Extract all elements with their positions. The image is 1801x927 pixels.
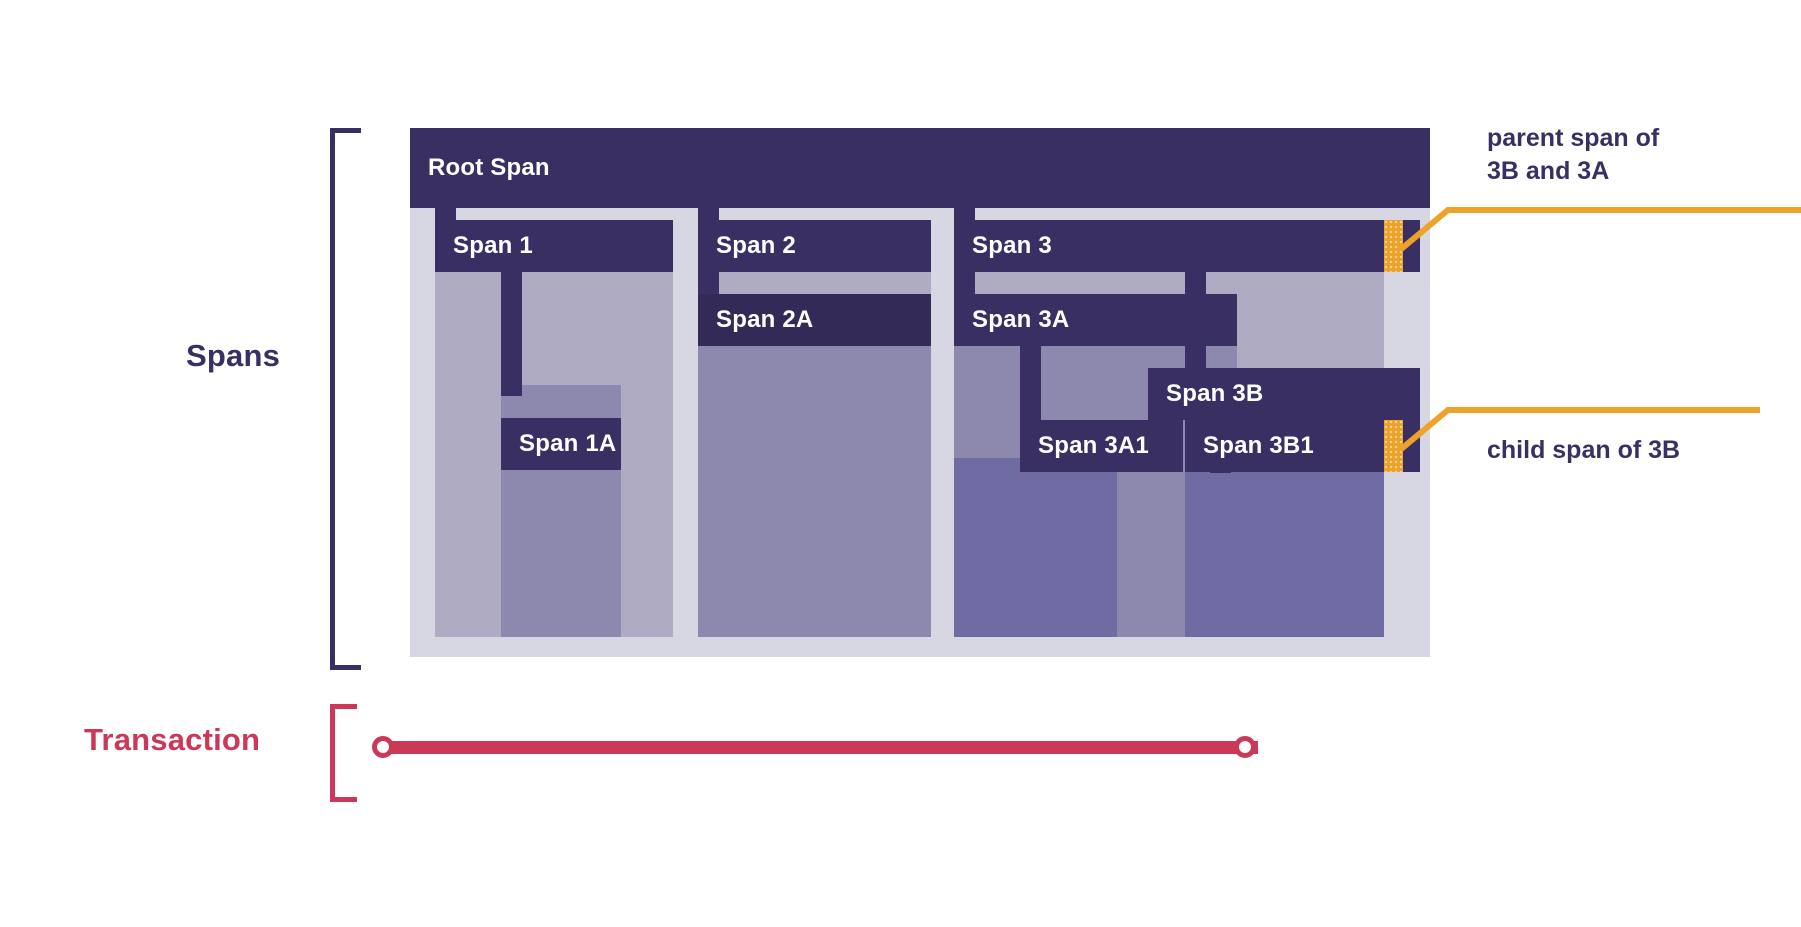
span-bar-span2[interactable]: Span 2 [698,220,931,272]
span-bar-span1[interactable]: Span 1 [435,220,673,272]
span-label-span3b: Span 3B [1166,380,1264,407]
span-label-span2: Span 2 [716,232,796,259]
span-bar-span3[interactable]: Span 3 [954,220,1420,272]
span-bar-span3b1[interactable]: Span 3B1 [1185,420,1420,472]
transaction-end-dot[interactable] [1234,736,1256,758]
span-label-span3a1: Span 3A1 [1038,432,1149,459]
spans-row-label: Spans [186,338,281,373]
span-label-span2a: Span 2A [716,306,814,333]
span-3a1-body [954,458,1117,637]
spans-bracket [330,128,361,670]
parent-span-highlight-marker [1384,220,1403,272]
connector-span1-span1a [501,270,522,396]
span-label-span3: Span 3 [972,232,1052,259]
span-label-span3b1: Span 3B1 [1203,432,1314,459]
child-callout-leader [1398,407,1760,453]
transaction-bracket [330,704,357,802]
span-bar-span3a[interactable]: Span 3A [954,294,1237,346]
span-label-span3a: Span 3A [972,306,1070,333]
child-span-highlight-marker [1384,420,1403,472]
span-label-span1a: Span 1A [519,430,617,457]
span-2a-body [698,318,931,637]
span-label-span1: Span 1 [453,232,533,259]
span-bar-span3b[interactable]: Span 3B [1148,368,1420,420]
child-span-callout-text: child span of 3B [1487,436,1681,464]
transaction-timeline-line [378,741,1258,754]
transaction-row-label: Transaction [84,722,261,757]
span-bar-root[interactable]: Root Span [410,128,1430,208]
spans-waterfall: Root Span Span 1 Span 1A Span 2 Span 2A … [410,128,1430,657]
span-3b1-body [1185,458,1384,637]
parent-span-callout-text: parent span of 3B and 3A [1487,124,1660,185]
span-bar-span2a[interactable]: Span 2A [698,294,931,346]
span-label-root: Root Span [428,154,550,181]
span-bar-span3a1[interactable]: Span 3A1 [1020,420,1183,472]
span-bar-span1a[interactable]: Span 1A [501,418,621,470]
transaction-start-dot[interactable] [372,736,394,758]
parent-callout-leader [1398,207,1801,253]
